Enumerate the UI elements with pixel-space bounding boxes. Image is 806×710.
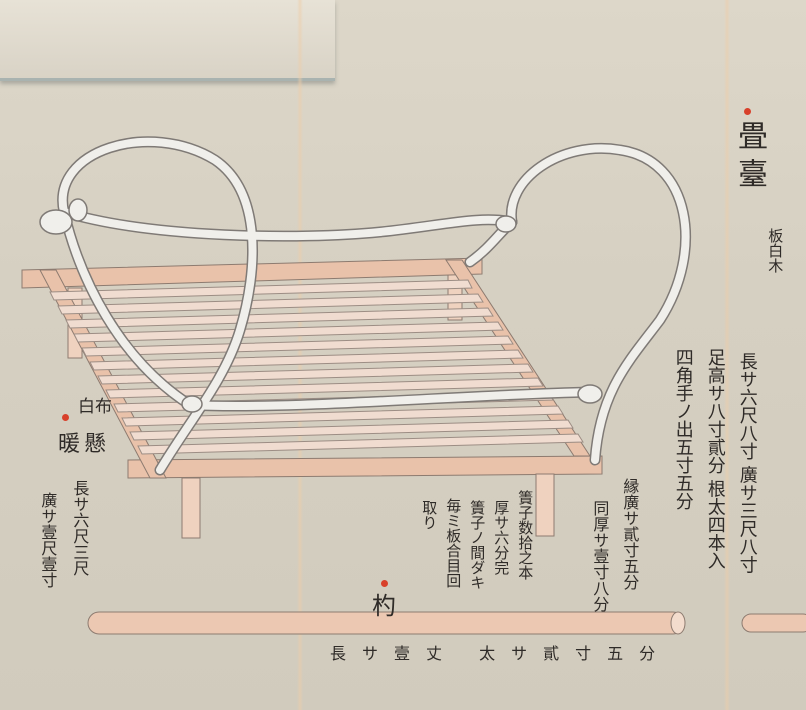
red-mark-rod bbox=[381, 580, 388, 587]
edge-spec-1: 縁廣サ貳寸五分 bbox=[620, 478, 640, 590]
slat-spec-4: 毎ミ板合目回 bbox=[444, 498, 463, 588]
spec-col-2: 足高サ八寸貳分 根太四本入 bbox=[704, 348, 726, 570]
material-note: 板白木 bbox=[766, 228, 785, 273]
main-title: 畳臺 bbox=[732, 120, 767, 196]
slat-spec-5: 取り bbox=[420, 500, 439, 530]
cloth-spec-1: 長サ六尺三尺 bbox=[70, 480, 90, 576]
rod-title: 杓 bbox=[372, 592, 396, 620]
slat-spec-2: 厚サ六分完 bbox=[492, 500, 511, 575]
slat-spec-3: 簀子ノ間ダキ bbox=[468, 500, 487, 590]
rod-spec: 長サ壹丈 太サ貳寸五分 bbox=[330, 644, 672, 663]
cloth-note: 白布 bbox=[78, 397, 112, 417]
rod bbox=[87, 611, 806, 635]
slat-spec-1: 簀子数拾之本 bbox=[516, 490, 535, 580]
paper-seam-left bbox=[297, 0, 303, 710]
red-mark-cloth bbox=[62, 414, 69, 421]
paper-seam-right bbox=[724, 0, 730, 710]
front-legs bbox=[181, 473, 555, 539]
red-mark-title bbox=[744, 108, 751, 115]
spec-col-1: 長サ六尺八寸 廣サ三尺八寸 bbox=[736, 352, 758, 574]
paper-fold bbox=[0, 0, 335, 81]
cloth-ties-fill bbox=[58, 137, 690, 474]
cloth-title: 暖懸 bbox=[58, 432, 111, 457]
cloth-spec-2: 廣サ壹尺壹寸 bbox=[38, 492, 58, 588]
edge-spec-2: 同厚サ壹寸八分 bbox=[590, 500, 610, 612]
spec-col-3: 四角手ノ出五寸五分 bbox=[672, 348, 694, 510]
knots bbox=[39, 198, 603, 413]
